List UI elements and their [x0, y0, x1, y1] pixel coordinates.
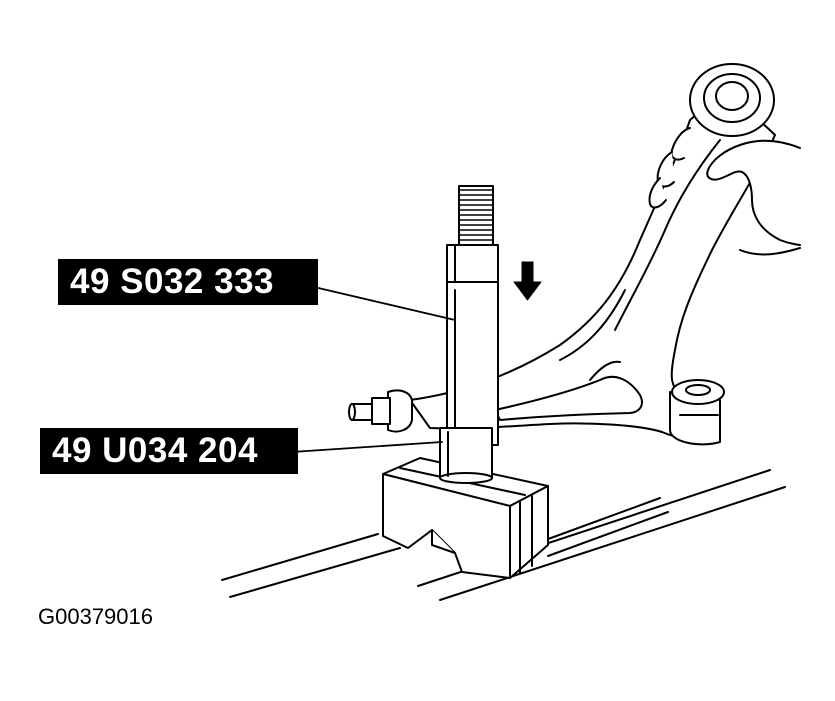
tool-callout-top: 49 S032 333 — [58, 259, 318, 305]
press-tool-lower — [439, 427, 493, 484]
tool-number-top: 49 S032 333 — [70, 262, 275, 301]
upper-bushing — [689, 63, 775, 137]
tool-number-bottom: 49 U034 204 — [52, 431, 258, 470]
hand-outline — [648, 127, 801, 256]
lower-control-arm — [409, 95, 776, 439]
thread-lines — [458, 189, 494, 241]
figure-id-label: G00379016 — [38, 604, 153, 629]
arrow-down-icon — [513, 261, 542, 301]
tool-callout-bottom: 49 U034 204 — [40, 428, 298, 474]
leader-lines — [276, 282, 456, 454]
ball-joint — [348, 389, 413, 433]
rear-bushing — [669, 379, 725, 446]
